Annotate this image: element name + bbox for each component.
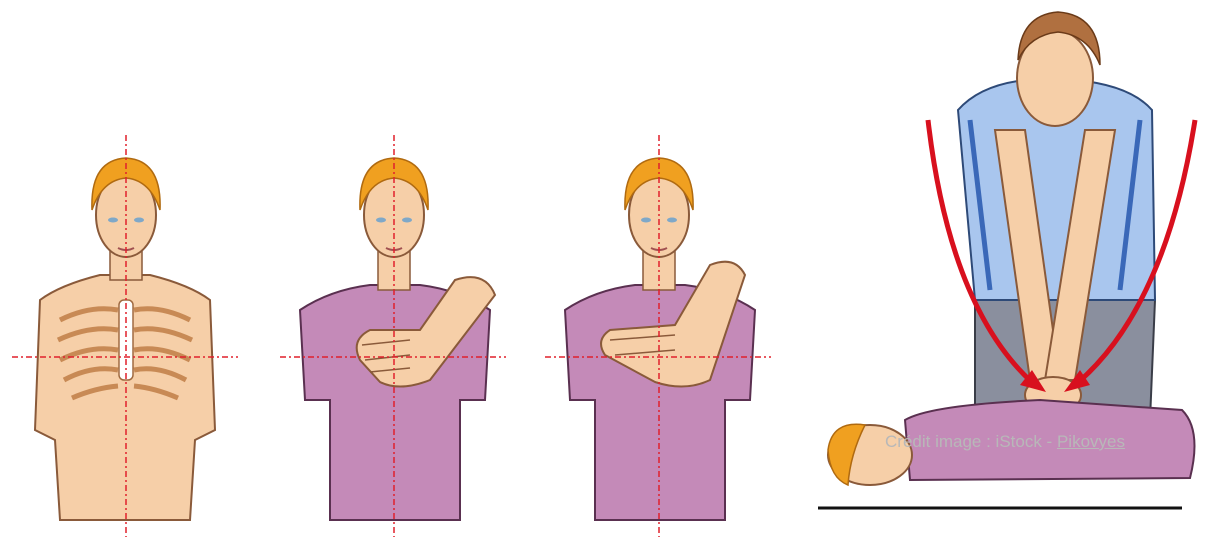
credit-prefix: Crédit image : iStock -: [885, 432, 1057, 451]
cpr-compression-illustration: [810, 0, 1208, 537]
panel-chest-compression: [810, 0, 1208, 537]
credit-author-link[interactable]: Pikovyes: [1057, 432, 1125, 451]
torso-ribcage-illustration: [0, 0, 250, 537]
image-credit: Crédit image : iStock - Pikovyes: [885, 432, 1125, 452]
panel-hand-placement-heel: [270, 0, 520, 537]
panel-sternum-landmark: [0, 0, 250, 537]
hands-interlock-illustration: [535, 0, 785, 537]
panel-hand-placement-interlock: [535, 0, 785, 537]
hand-heel-illustration: [270, 0, 520, 537]
